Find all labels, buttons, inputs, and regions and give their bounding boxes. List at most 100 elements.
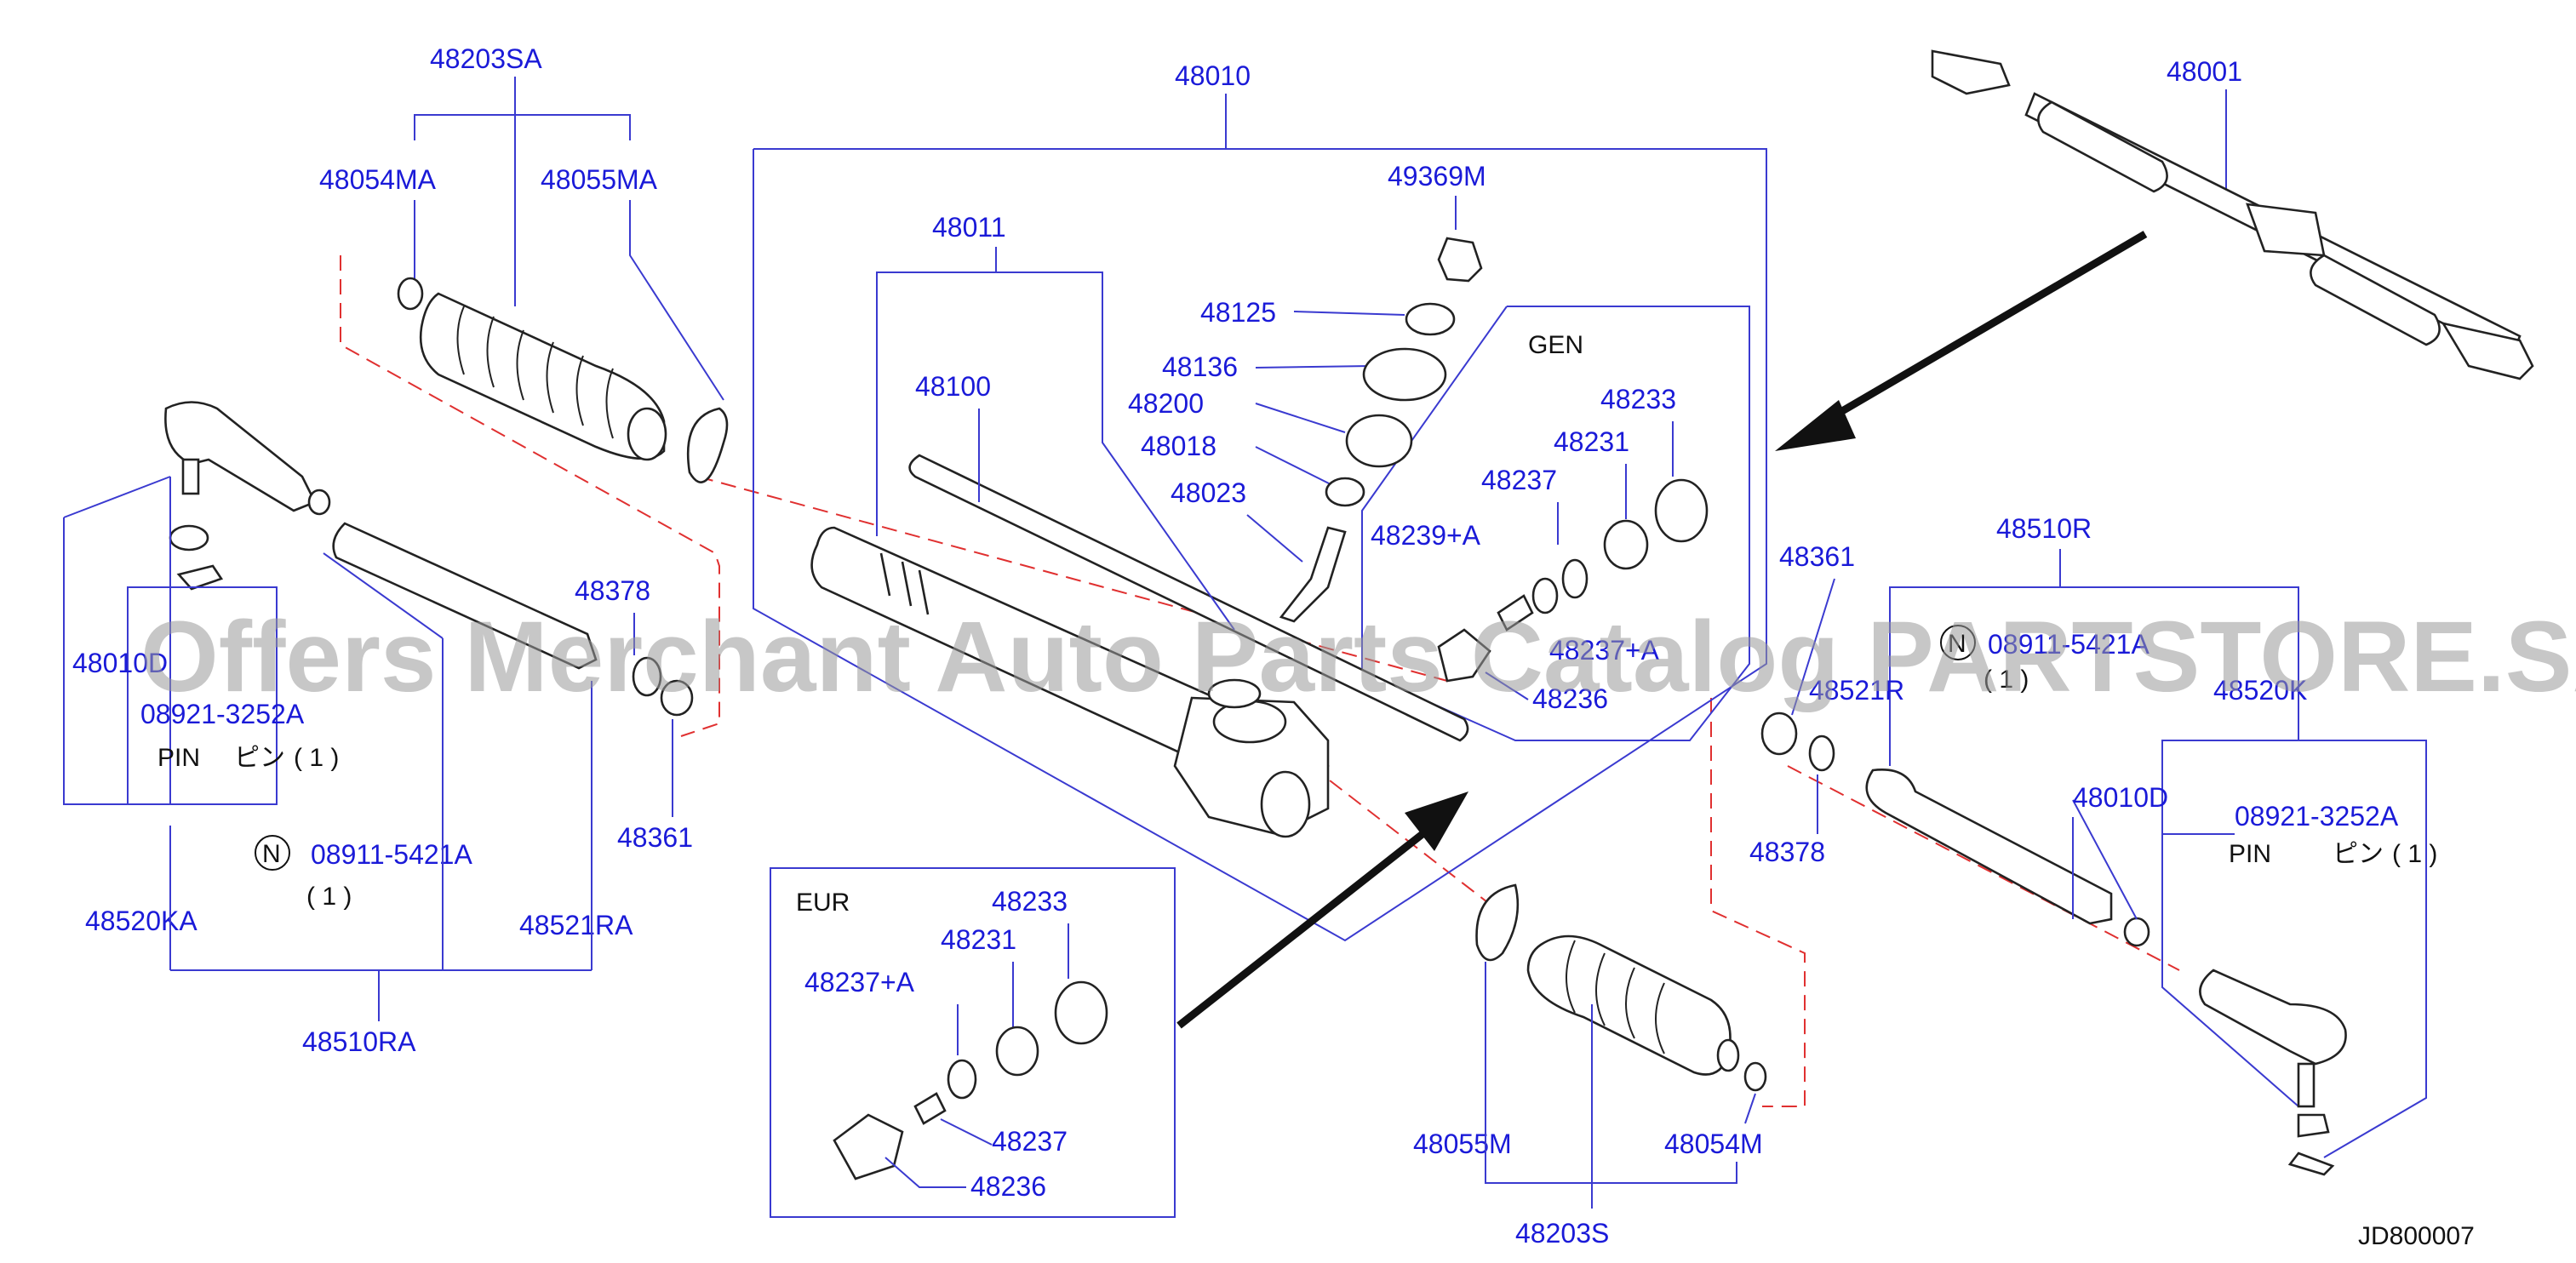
pinion-parts-stack: 49369M 48125 48136 48200 48018 48023	[1128, 161, 1486, 623]
label-48011[interactable]: 48011	[932, 212, 1006, 243]
label-49369M[interactable]: 49369M	[1388, 161, 1486, 191]
label-48136[interactable]: 48136	[1162, 351, 1238, 382]
arrow-top-right	[1775, 231, 2148, 451]
right-tie-rod-group: 48361 48378 48510R N 08911-5421A ( 1 ) 4…	[1749, 513, 2437, 1176]
label-48361-left[interactable]: 48361	[617, 822, 693, 853]
spring-48018	[1325, 477, 1365, 507]
rack-housing	[810, 454, 1469, 838]
pin-jp-left: ピン	[234, 744, 285, 772]
label-48378-left[interactable]: 48378	[575, 575, 650, 606]
washer-48361-right	[1760, 712, 1798, 756]
label-48520K[interactable]: 48520K	[2213, 675, 2307, 706]
label-group-48100: 48100	[915, 371, 991, 502]
label-group-48011: 48011	[876, 212, 1235, 631]
label-48001[interactable]: 48001	[2167, 56, 2242, 87]
label-48237-eur[interactable]: 48237	[992, 1126, 1068, 1157]
label-48233-gen[interactable]: 48233	[1600, 384, 1676, 414]
label-48520KA[interactable]: 48520KA	[85, 906, 197, 936]
arrow-bottom	[1176, 792, 1468, 1029]
pin-qty-right: ( 1 )	[2392, 840, 2437, 868]
left-tie-rod-group: 48378 48361 48010D 08921-3252A PIN ピン ( …	[63, 401, 694, 1057]
label-48203S[interactable]: 48203S	[1515, 1218, 1609, 1249]
label-48018[interactable]: 48018	[1141, 431, 1216, 461]
tie-rod-end-left	[164, 401, 317, 512]
label-48361-right[interactable]: 48361	[1779, 541, 1855, 572]
label-48010D-left[interactable]: 48010D	[72, 648, 168, 678]
label-48231-eur[interactable]: 48231	[941, 924, 1016, 955]
boot-right	[1526, 934, 1732, 1076]
n-symbol-right: N	[1948, 630, 1966, 658]
pin-label-right: PIN	[2229, 840, 2271, 868]
label-08911-left[interactable]: 08911-5421A	[311, 839, 472, 870]
boot-clip-left	[686, 407, 729, 483]
label-48378-right[interactable]: 48378	[1749, 837, 1825, 867]
label-48521R[interactable]: 48521R	[1809, 675, 1904, 706]
label-48054M[interactable]: 48054M	[1664, 1129, 1763, 1159]
tie-rod-end-right	[2199, 969, 2347, 1066]
label-48023[interactable]: 48023	[1171, 477, 1246, 508]
adjust-screw-48200	[1345, 414, 1413, 468]
pin-jp-right: ピン	[2333, 840, 2384, 868]
label-48237-gen[interactable]: 48237	[1481, 465, 1557, 495]
gen-box-title: GEN	[1528, 331, 1583, 359]
label-48100[interactable]: 48100	[915, 371, 991, 402]
assembly-dashed-lines	[340, 255, 2180, 1107]
rack-assembly-box: 48010	[753, 60, 1767, 942]
label-48237A-eur[interactable]: 48237+A	[804, 967, 915, 997]
label-48055M[interactable]: 48055M	[1413, 1129, 1512, 1159]
seal-48237-gen	[1561, 558, 1589, 599]
eur-box-title: EUR	[796, 889, 850, 917]
retainer-48236-eur	[833, 1113, 904, 1180]
nut-48233-eur	[1054, 980, 1108, 1045]
label-48510R[interactable]: 48510R	[1996, 513, 2092, 544]
label-48510RA[interactable]: 48510RA	[302, 1026, 416, 1057]
pinion-48023	[1279, 526, 1347, 623]
locknut-48136	[1362, 347, 1447, 402]
gen-box: GEN	[1361, 306, 1750, 741]
boot-left	[419, 292, 666, 460]
nut-qty-left: ( 1 )	[306, 883, 352, 911]
label-48055MA[interactable]: 48055MA	[541, 164, 658, 195]
nut-qty-right: ( 1 )	[1984, 666, 2029, 694]
spring-48231-gen	[1603, 519, 1649, 570]
nut-48125	[1405, 302, 1456, 336]
cap-49369M	[1437, 237, 1483, 283]
label-48203SA[interactable]: 48203SA	[430, 43, 542, 74]
label-48233-eur[interactable]: 48233	[992, 886, 1068, 917]
label-48125[interactable]: 48125	[1200, 297, 1276, 328]
gen-parts: 48233 48231 48237 48239+A 48237+A 48236	[1371, 384, 1709, 714]
label-48231-gen[interactable]: 48231	[1554, 426, 1629, 457]
boot-kit-left: 48203SA 48054MA 48055MA	[319, 43, 729, 483]
label-08921-right[interactable]: 08921-3252A	[2235, 801, 2399, 832]
label-48010D-right[interactable]: 48010D	[2073, 782, 2168, 813]
eur-box: EUR	[770, 867, 1176, 1218]
seal-48237A-eur	[947, 1059, 977, 1100]
label-48236-gen[interactable]: 48236	[1532, 683, 1608, 714]
label-48200[interactable]: 48200	[1128, 388, 1204, 419]
watermark-text: Offers Merchant Auto Parts Catalog PARTS…	[140, 601, 2576, 713]
complete-steering-gear-48001: 48001	[1931, 49, 2534, 380]
retainer-48236-gen	[1437, 628, 1491, 683]
label-48010[interactable]: 48010	[1175, 60, 1251, 91]
diagram-id: JD800007	[2358, 1222, 2475, 1250]
n-symbol-left: N	[262, 840, 281, 868]
inner-socket-left	[332, 522, 598, 670]
label-08921-left[interactable]: 08921-3252A	[140, 699, 305, 729]
label-48239A[interactable]: 48239+A	[1371, 520, 1481, 551]
label-48521RA[interactable]: 48521RA	[519, 910, 633, 940]
nut-48233-gen	[1654, 478, 1709, 543]
pin-label-left: PIN	[157, 744, 200, 772]
label-08911-right[interactable]: 08911-5421A	[1988, 629, 2150, 660]
label-48237A-gen[interactable]: 48237+A	[1549, 635, 1660, 666]
label-48054MA[interactable]: 48054MA	[319, 164, 437, 195]
boot-band-small-right	[1743, 1061, 1767, 1092]
label-48236-eur[interactable]: 48236	[970, 1171, 1046, 1202]
boot-clip-right	[1475, 883, 1520, 962]
pin-qty-left: ( 1 )	[294, 744, 339, 772]
inner-socket-right	[1865, 769, 2113, 925]
boot-band-small-left	[397, 277, 424, 311]
rack-bar-48100	[908, 454, 1469, 742]
spring-48231-eur	[995, 1026, 1039, 1077]
eur-parts: 48233 48231 48237+A 48237 48236	[804, 886, 1108, 1202]
